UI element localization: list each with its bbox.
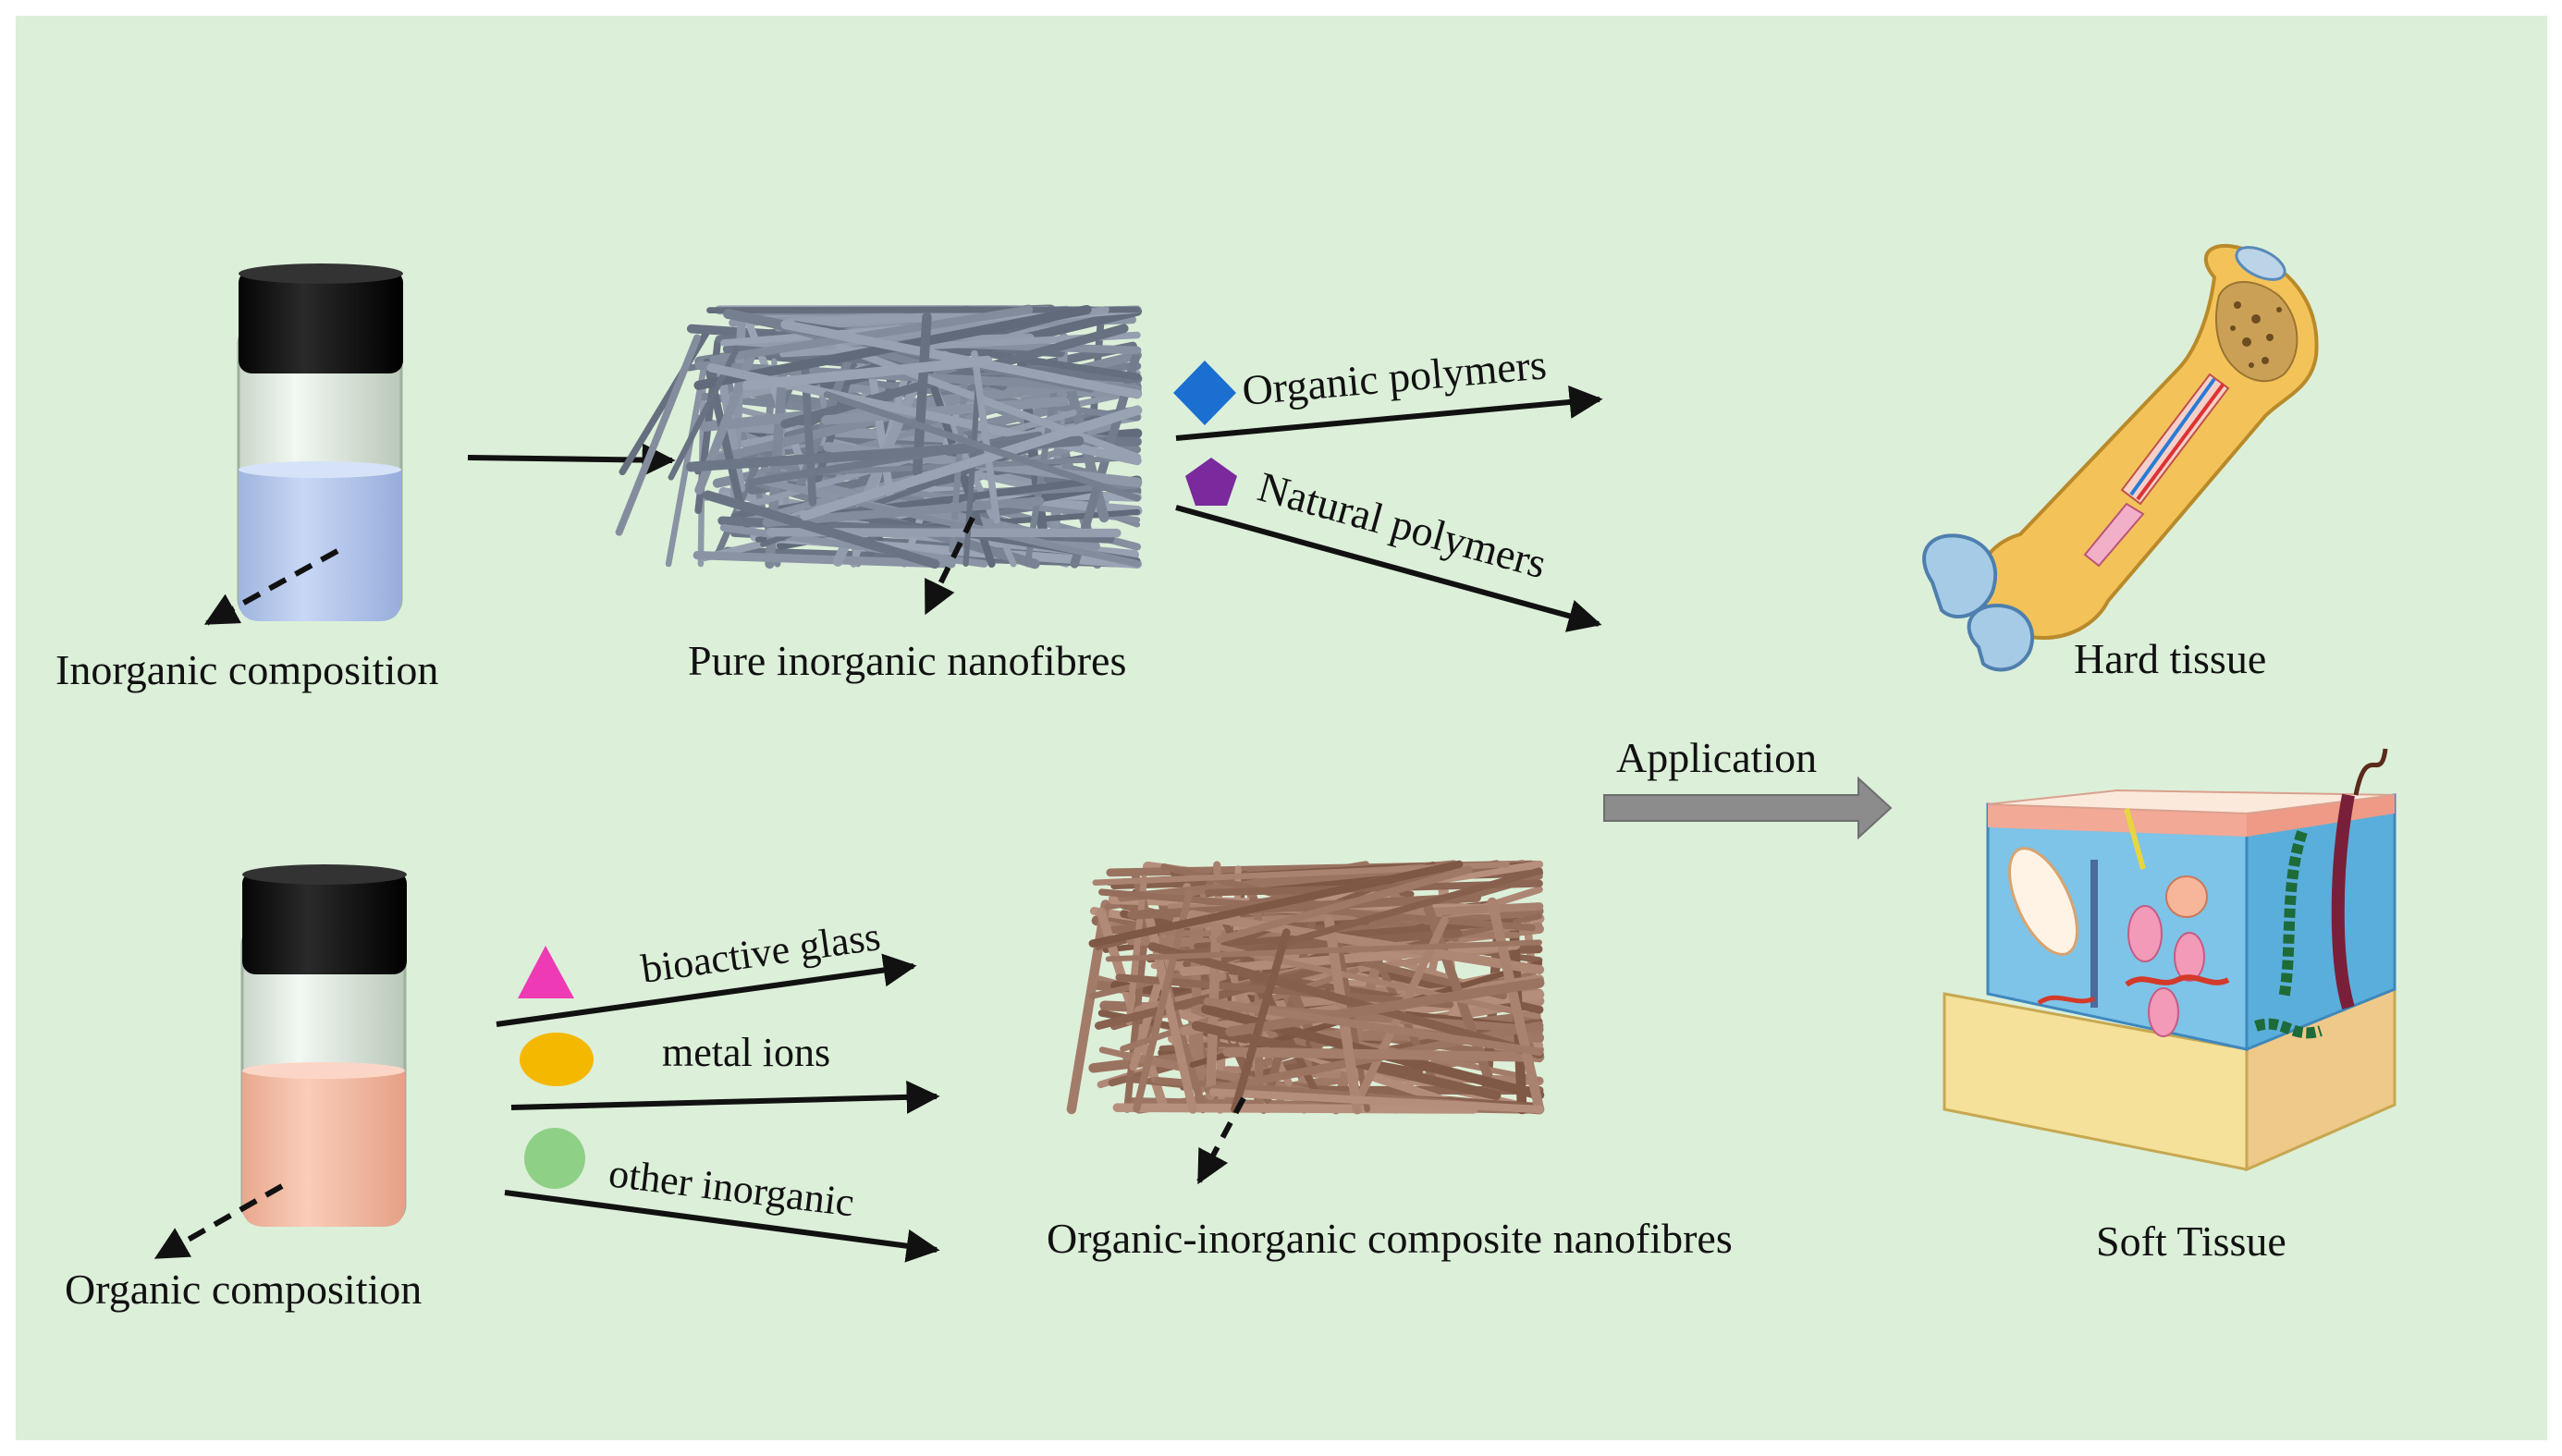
nanofibre-strand: [1222, 1046, 1545, 1062]
organic-polymers-label: Organic polymers: [1240, 340, 1548, 414]
composite-nanofibres-label: Organic-inorganic composite nanofibres: [1047, 1215, 1733, 1262]
nanofibre-strand: [727, 422, 969, 444]
pure-inorganic-nanofibres-label: Pure inorganic nanofibres: [688, 637, 1126, 684]
nanofibre-strand: [912, 312, 932, 477]
composite-mesh-pointer: [1196, 1096, 1246, 1185]
nanofibre-strand: [821, 396, 1069, 425]
nanofibre-strand: [1115, 973, 1454, 1009]
nanofibre-strand: [1088, 860, 1464, 948]
other-inorganic-circle-icon: [524, 1128, 585, 1189]
composite-fibre-mesh-icon: [1066, 860, 1545, 1115]
diagram-background: [16, 16, 2547, 1440]
metal-ions-ellipse-icon: [520, 1033, 594, 1086]
nanofibre-strand: [835, 342, 1142, 461]
bone-icon: [1922, 244, 2319, 672]
nanofibre-strand: [1125, 875, 1147, 1026]
nanofibre-strand: [1133, 888, 1194, 1113]
nanofibre-strand: [1216, 865, 1473, 944]
nanofibre-strand: [1231, 928, 1291, 1114]
bioactive-glass-arrow: [496, 953, 917, 1027]
other-inorganic-arrow: [504, 1190, 940, 1263]
bioactive-glass-triangle-icon: [518, 946, 574, 998]
nanofibre-strand: [1147, 942, 1544, 1059]
inorganic-vial-icon: [237, 263, 403, 621]
application-label: Application: [1616, 734, 1817, 781]
application-arrow: [1603, 776, 1893, 840]
nanofibre-strand: [615, 334, 701, 536]
nanofibre-strand: [800, 405, 1143, 521]
bioactive-glass-label: bioactive glass: [639, 913, 884, 992]
metal-ions-arrow: [510, 1080, 940, 1114]
natural-polymer-pentagon-icon: [1185, 458, 1237, 506]
nanofibre-strand: [1208, 1088, 1544, 1114]
organic-composition-label: Organic composition: [65, 1266, 422, 1313]
nanofibre-strand: [693, 550, 956, 569]
inorganic-composition-pointer: [203, 548, 339, 626]
organic-composition-pointer: [153, 1183, 284, 1260]
inorganic-mesh-pointer: [924, 516, 975, 616]
nanofibre-strand: [1487, 897, 1545, 1115]
metal-ions-label: metal ions: [662, 1030, 830, 1075]
nanofibre-strand: [1210, 943, 1541, 1020]
organic-vial-icon: [240, 864, 407, 1227]
other-inorganic-label: other inorganic: [607, 1150, 857, 1225]
nanofibre-strand: [1187, 910, 1545, 975]
nanofibre-strand: [709, 305, 1034, 364]
nanofibre-strand: [823, 391, 1141, 502]
nanofibre-strand: [962, 381, 981, 568]
nanofibre-strand: [1105, 939, 1542, 962]
nanofibre-strand: [1112, 1103, 1478, 1114]
organic-polymers-arrow: [1175, 385, 1603, 441]
inorganic-fibre-mesh-icon: [615, 304, 1143, 569]
organic-polymer-diamond-icon: [1173, 361, 1236, 425]
inorganic-composition-label: Inorganic composition: [55, 646, 438, 693]
hard-tissue-label: Hard tissue: [2074, 635, 2266, 682]
skin-tissue-icon: [1943, 748, 2397, 1172]
nanofibre-strand: [1220, 867, 1543, 964]
nanofibre-strand: [742, 355, 993, 391]
nanofibre-strand: [971, 349, 1000, 524]
arrow-to-inorganic-mesh: [467, 443, 676, 477]
soft-tissue-label: Soft Tissue: [2096, 1217, 2286, 1265]
nanofibre-strand: [1194, 918, 1514, 950]
nanofibre-strand: [703, 490, 940, 569]
nanofibre-strand: [1225, 977, 1545, 1037]
natural-polymers-arrow: [1175, 505, 1602, 632]
